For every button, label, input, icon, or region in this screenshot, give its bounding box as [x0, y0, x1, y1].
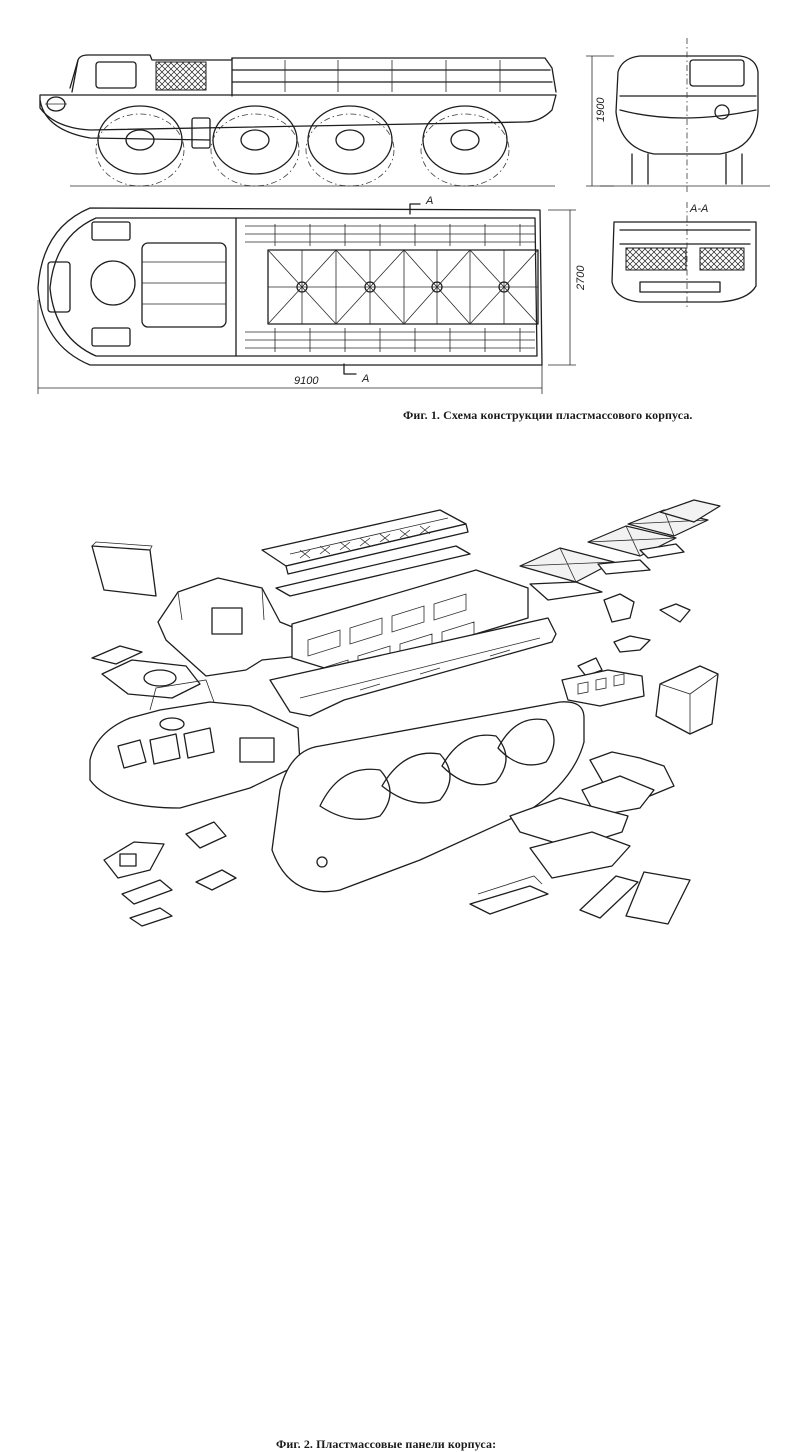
- side-hatch: [191, 117, 211, 149]
- panel-cab-side: [157, 577, 301, 677]
- figure-1-caption: Фиг. 1. Схема конструкции пластмассового…: [403, 408, 693, 422]
- figure-1-hull-schematic: A A 2700 9100 1900 A-A Фиг. 1. Схема кон…: [0, 0, 800, 440]
- width-dimension: 2700: [575, 265, 587, 291]
- side-wheels: [95, 105, 510, 187]
- panel-flat-left: [91, 545, 157, 597]
- section-mark-bottom: A: [361, 373, 369, 385]
- height-dimension: 1900: [595, 97, 607, 122]
- plate-bottom-right-1: [579, 875, 639, 919]
- length-dimension: 9100: [294, 375, 319, 387]
- panel-side-sill: [269, 617, 557, 717]
- bracket-right-3: [613, 635, 651, 653]
- part-bottom-left-4: [129, 907, 173, 927]
- figure-2-drawing: [89, 499, 721, 927]
- panels-upper-right: [519, 499, 721, 601]
- figure-2-caption: Фиг. 2. Пластмассовые панели корпуса:: [276, 1437, 497, 1451]
- cab-window: [95, 61, 137, 89]
- panel-small-left-1: [91, 645, 143, 665]
- part-bottom-left-2: [185, 821, 227, 849]
- panel-roof-top: [261, 509, 471, 597]
- plate-bottom-right-2: [625, 871, 691, 925]
- part-bottom-left-1: [103, 841, 165, 879]
- section-title: A-A: [689, 203, 708, 215]
- panel-small-left-2: [101, 659, 201, 699]
- front-view: 1900: [586, 38, 770, 192]
- cab-side-window: [211, 607, 243, 635]
- panel-main-hull: [271, 701, 585, 893]
- plate-bottom-mid: [469, 885, 549, 915]
- panel-cab-nose: [89, 679, 301, 809]
- part-bottom-left-5: [121, 879, 173, 905]
- panel-box-right: [655, 665, 719, 735]
- side-view: [39, 54, 557, 187]
- figure-1-drawing: A A 2700 9100 1900 A-A: [37, 38, 770, 394]
- plan-view: A A 2700 9100: [37, 195, 587, 394]
- part-bottom-left-3: [195, 869, 237, 891]
- figure-2-exploded-panels: Фиг. 2. Пластмассовые панели корпуса:: [0, 470, 800, 1451]
- cab-roof-panel: [141, 242, 227, 328]
- section-mark-top: A: [425, 195, 433, 207]
- bracket-right-2: [659, 603, 691, 623]
- bracket-right-1: [603, 593, 635, 623]
- panel-dash-right: [561, 669, 645, 707]
- panel-mid-right-4: [529, 831, 631, 879]
- section-a-a: A-A: [611, 202, 757, 310]
- bracket-right-4: [577, 657, 603, 677]
- cab-grille: [155, 61, 207, 91]
